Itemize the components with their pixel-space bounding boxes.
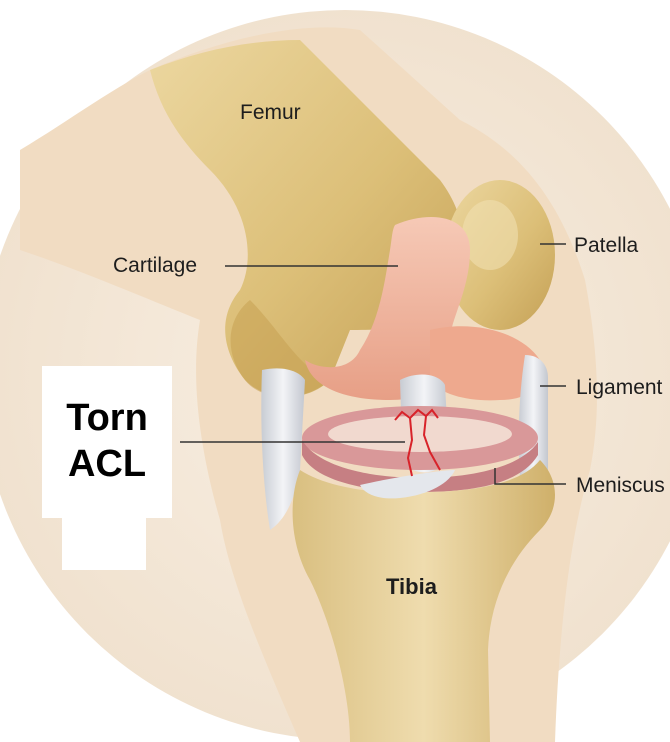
- meniscus-label: Meniscus: [576, 474, 665, 498]
- ligament-label: Ligament: [576, 376, 662, 400]
- torn-acl-label: Torn ACL: [42, 395, 172, 487]
- torn-acl-line2: ACL: [42, 441, 172, 487]
- cartilage-label: Cartilage: [113, 254, 197, 278]
- patella-highlight: [462, 200, 518, 270]
- meniscus-inner: [328, 416, 512, 452]
- torn-acl-line1: Torn: [42, 395, 172, 441]
- femur-label: Femur: [240, 101, 301, 125]
- patella-label: Patella: [574, 234, 638, 258]
- tibia-label: Tibia: [386, 574, 437, 600]
- torn-acl-callout-tail: [62, 515, 146, 570]
